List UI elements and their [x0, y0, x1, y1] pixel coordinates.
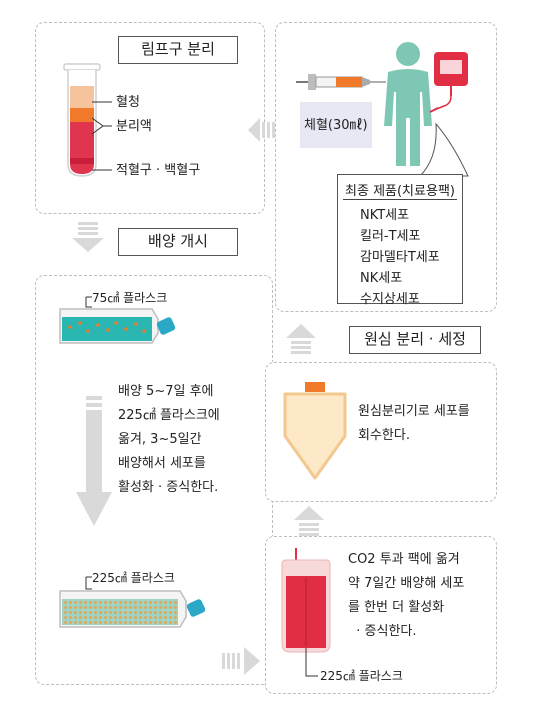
flask-small-icon [59, 296, 176, 344]
speech-pointer [418, 122, 469, 177]
product-item: 감마델타T세포 [360, 250, 440, 265]
arrow-up-icon [286, 324, 316, 354]
blood-bag-icon [429, 52, 468, 113]
culture-bag-icon [281, 548, 331, 677]
flask-large-icon [59, 576, 206, 628]
final-product-box [337, 174, 463, 304]
centrifuge-tube-icon [283, 382, 347, 480]
arrow-left-icon [248, 118, 275, 142]
arrow-down-icon [72, 222, 104, 252]
separation-fluid-layer [70, 108, 94, 122]
test-tube [63, 63, 101, 177]
culture-description: 배양 5~7일 후에 225㎠ 플라스크에 옮겨, 3~5일간 배양해서 세포를… [118, 384, 220, 495]
label-culture-start: 배양 개시 [118, 228, 238, 256]
serum-layer [70, 86, 94, 108]
product-item: 킬러-T세포 [360, 229, 421, 244]
product-item: 수지상세포 [360, 292, 420, 307]
arrow-up-icon [294, 506, 324, 536]
centrifuge-description: 원심분리기로 세포를 회수한다. [358, 404, 470, 443]
syringe-icon [296, 74, 386, 90]
product-item: NK세포 [360, 271, 403, 286]
product-item: NKT세포 [360, 208, 410, 223]
person-icon [384, 42, 432, 166]
blood-draw-label: 체혈(30㎖) [304, 118, 368, 133]
tube-serum-label: 혈청 [116, 95, 140, 110]
final-product-list: NKT세포 킬러-T세포 감마델타T세포 NK세포 수지상세포 [360, 205, 440, 310]
final-product-divider [343, 199, 457, 200]
tube-fluid-label: 분리액 [116, 119, 152, 134]
blood-draw-box [300, 102, 372, 148]
label-lymph-separation: 림프구 분리 [118, 36, 238, 64]
bag-description: CO2 투과 팩에 옮겨 약 7일간 배양해 세포 를 한번 더 활성화 · 증… [348, 552, 465, 639]
tube-blood-label: 적혈구 · 백혈구 [116, 163, 201, 178]
bag-flask-label: 225㎠ 플라스크 [320, 669, 403, 683]
flask-small-label: 75㎠ 플라스크 [92, 291, 168, 305]
label-centrifuge-wash: 원심 분리 · 세정 [349, 326, 481, 354]
culture-down-arrow [76, 396, 112, 526]
final-product-title: 최종 제품(치료용팩) [345, 184, 455, 199]
flask-large-label: 225㎠ 플라스크 [92, 571, 175, 585]
arrow-right-icon [222, 647, 260, 675]
